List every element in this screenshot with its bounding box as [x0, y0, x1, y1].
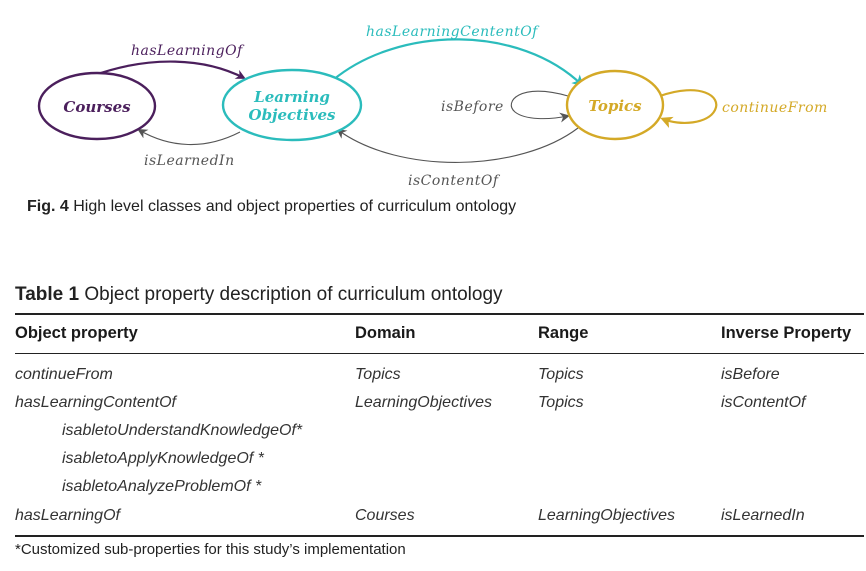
edge-label-has-learning-of: hasLearningOf	[131, 43, 245, 59]
node-courses	[37, 71, 157, 141]
table-title: Table 1 Object property description of c…	[15, 284, 503, 306]
edge-label-is-before: isBefore	[441, 99, 504, 115]
ontology-diagram: Courses Learning Objectives Topics hasLe…	[37, 24, 828, 189]
table-bottom-rule	[15, 535, 864, 537]
edge-continue-from	[659, 89, 718, 128]
header-inverse-property: Inverse Property	[721, 324, 852, 342]
edge-is-before	[510, 90, 570, 123]
table-title-text: Object property description of curriculu…	[84, 284, 503, 305]
edge-has-learning-content-of	[332, 38, 585, 88]
edge-is-learned-in	[137, 128, 241, 146]
cell-domain: LearningObjectives	[355, 394, 492, 411]
cell-property: hasLearningContentOf	[15, 394, 176, 411]
figure-caption-label: Fig. 4	[27, 198, 69, 215]
cell-domain: Topics	[355, 366, 401, 383]
cell-inverse: isLearnedIn	[721, 507, 805, 524]
node-courses-label: Courses	[63, 98, 131, 116]
node-learning-objectives	[221, 68, 363, 142]
cell-property: hasLearningOf	[15, 507, 120, 524]
node-topics	[565, 69, 665, 141]
cell-domain: Courses	[355, 507, 415, 524]
header-object-property: Object property	[15, 324, 138, 342]
header-domain: Domain	[355, 324, 416, 342]
edge-label-is-content-of: isContentOf	[408, 173, 501, 189]
figure-caption-text: High level classes and object properties…	[73, 198, 517, 215]
cell-sub-property: isabletoAnalyzeProblemOf *	[62, 478, 262, 495]
edge-label-is-learned-in: isLearnedIn	[144, 153, 235, 169]
node-topics-label: Topics	[588, 97, 642, 115]
edge-label-has-learning-content-of: hasLearningCententOf	[366, 24, 540, 40]
table-top-rule	[15, 313, 864, 315]
figure-caption: Fig. 4 High level classes and object pro…	[27, 198, 516, 216]
edge-has-learning-of	[91, 60, 246, 79]
edge-label-continue-from: continueFrom	[722, 100, 828, 116]
cell-inverse: isBefore	[721, 366, 780, 383]
table-footnote: *Customized sub-properties for this stud…	[15, 541, 406, 558]
table-title-label: Table 1	[15, 284, 80, 305]
cell-sub-property: isabletoUnderstandKnowledgeOf*	[62, 422, 303, 439]
cell-range: Topics	[538, 394, 584, 411]
edge-is-content-of	[336, 127, 579, 163]
node-learning-objectives-label-line1: Learning	[253, 88, 330, 106]
table-header-rule	[15, 353, 864, 354]
cell-range: LearningObjectives	[538, 507, 675, 524]
cell-sub-property: isabletoApplyKnowledgeOf *	[62, 450, 264, 467]
node-learning-objectives-label-line2: Objectives	[249, 106, 337, 124]
header-range: Range	[538, 324, 589, 342]
cell-inverse: isContentOf	[721, 394, 806, 411]
cell-range: Topics	[538, 366, 584, 383]
cell-property: continueFrom	[15, 366, 113, 383]
